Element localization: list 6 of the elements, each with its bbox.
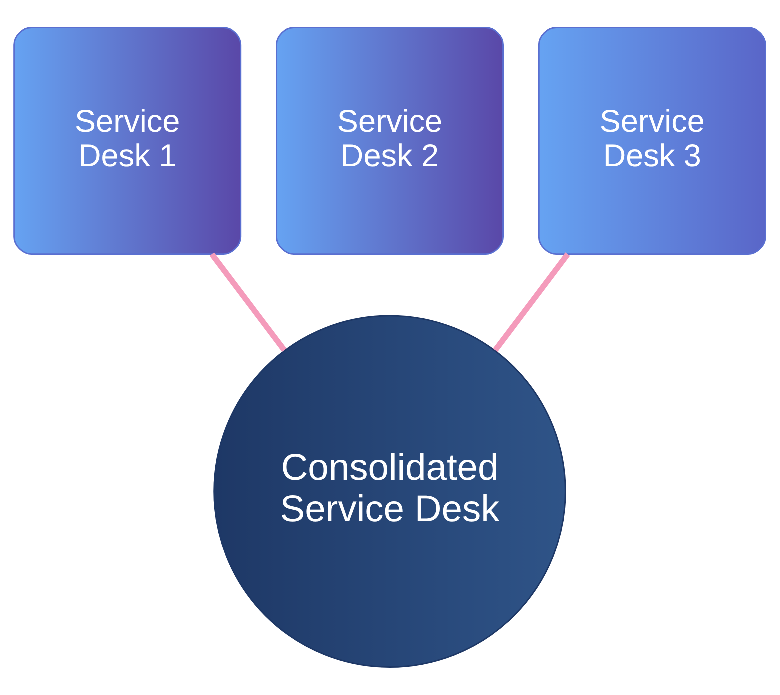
connector: [493, 252, 570, 352]
node-circle: Consolidated Service Desk: [214, 315, 566, 668]
node-box: Service Desk 1: [14, 27, 242, 256]
node-box: Service Desk 3: [538, 27, 766, 256]
connector: [210, 252, 287, 352]
node-box: Service Desk 2: [276, 27, 504, 256]
